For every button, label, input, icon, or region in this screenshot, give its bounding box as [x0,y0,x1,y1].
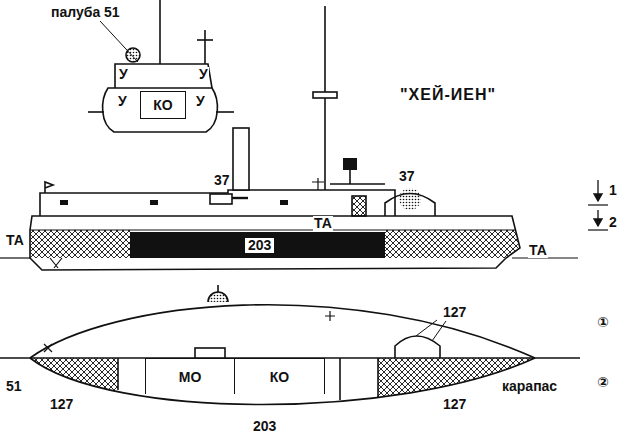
plan-view-part [432,321,446,341]
side-view-part [28,230,525,258]
belt-thickness: 203 [252,419,277,434]
cross-section-part [88,111,104,113]
cross-section-part [216,111,234,113]
side-view-part [399,188,421,210]
bunker-label: У [198,67,209,82]
plan-view-part [195,348,225,358]
plan-view-part [117,358,119,390]
plan-view-part [30,305,535,358]
plan-view-part [217,285,219,292]
plan-view-part [44,344,52,352]
plan-view [0,285,580,418]
ship-name: "ХЕЙ-ИЕН" [400,86,496,104]
bunker-label: У [118,67,129,82]
side-view-part [232,197,248,199]
side-view [0,6,608,270]
level-marker: ② [596,375,610,390]
gun-caliber: 37 [213,173,231,188]
cross-section [88,0,234,132]
gun-caliber: 37 [398,169,416,184]
plan-view-part [416,320,437,336]
armor-thickness: 51 [5,379,23,394]
cross-section-part [197,39,213,41]
side-view-part [30,216,520,270]
side-view-part [330,183,385,185]
cross-section-part [204,30,206,64]
side-view-part [349,170,351,184]
cross-section-part [115,64,212,88]
level-number: 1 [608,183,618,198]
plan-view-part [339,358,341,400]
cross-section-part [126,48,140,62]
carapace-label: карапас [501,379,558,394]
torpedo-tube-label: ТА [5,233,25,248]
plan-view-part [377,358,379,398]
side-view-part [210,194,232,204]
side-view-part-part [130,232,385,258]
compartment-box: КО [235,358,325,394]
cross-section-part [159,0,161,64]
side-view-part-part [28,230,130,258]
side-view-part [343,158,357,170]
side-view-part [313,92,337,98]
side-view-part [588,204,608,205]
armor-thickness: 127 [442,305,467,320]
bunker-label: У [117,94,128,109]
bunker-label: У [195,94,206,109]
plan-view-part [28,358,538,418]
side-view-part [352,196,366,216]
side-view-part [597,180,598,201]
torpedo-tube-label: ТА [528,243,548,258]
compartment-label: КО [153,97,172,113]
cross-section-part [103,88,218,132]
belt-thickness: 203 [245,238,274,253]
side-view-part [40,190,395,216]
side-view-part [50,258,62,268]
side-view-part [280,200,288,205]
side-view-part [45,182,53,193]
side-view-part [150,200,158,205]
side-view-part [588,229,608,230]
compartment-box: МО [145,358,235,394]
side-view-part [30,230,516,231]
armor-thickness: 127 [442,397,467,412]
torpedo-tube-label: ТА [313,216,333,231]
side-view-part [0,257,30,258]
deck-armor-label: палуба 51 [50,5,121,20]
compartment-box: КО [140,91,186,119]
compartment-label: МО [179,369,202,385]
side-view-part [60,200,68,205]
side-view-part [233,128,249,190]
compartment-label: КО [270,369,289,385]
cross-section-part [100,21,138,62]
level-number: 2 [608,215,618,230]
side-view-part [312,178,324,190]
side-view-part [597,210,598,226]
level-marker: ① [596,315,610,330]
armor-thickness: 127 [49,397,74,412]
plan-view-part [325,311,335,321]
side-view-part-part [385,230,525,258]
plan-view-part [208,292,228,302]
